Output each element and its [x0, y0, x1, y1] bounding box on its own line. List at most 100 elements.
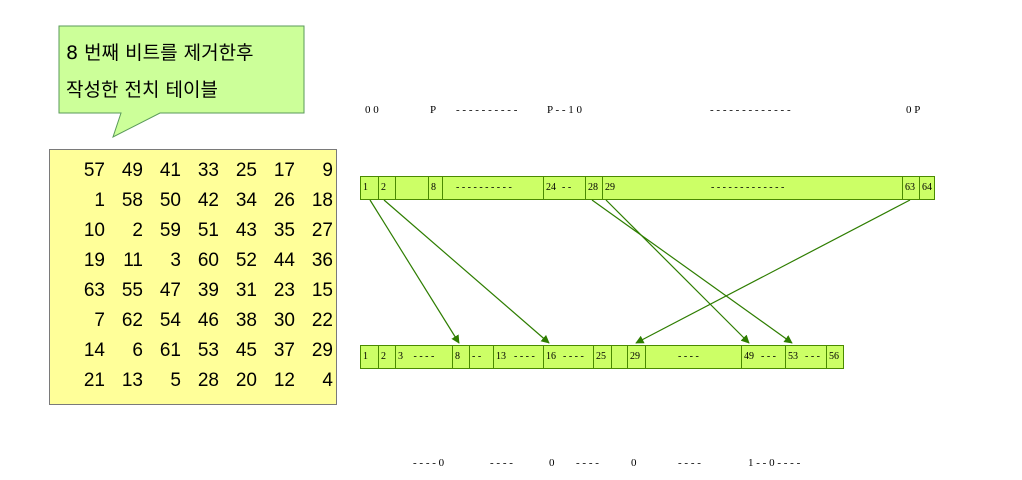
table-cell: 36	[311, 250, 333, 271]
bit-cell: 56	[826, 346, 844, 368]
arrow-1-to-8	[369, 199, 460, 344]
bit-gap-label: - - - -	[678, 351, 699, 362]
table-cell: 10	[83, 220, 105, 241]
bit-cell: 8	[428, 177, 442, 199]
table-cell: 57	[83, 160, 105, 181]
bit-cell: 25	[593, 346, 611, 368]
key-64bit-bar: 1 2 8 - - - - - - - - - - 24 - - 28 29 -…	[360, 176, 935, 200]
table-cell: 35	[273, 220, 295, 241]
table-cell: 27	[311, 220, 333, 241]
table-cell: 21	[83, 370, 105, 391]
bit-label: 29	[605, 182, 615, 193]
bit-gap: - - - -	[563, 351, 584, 362]
table-cell: 52	[235, 250, 257, 271]
table-cell: 47	[159, 280, 181, 301]
callout-text-line1: 8 번째 비트를 제거한후	[66, 42, 254, 64]
arrow-29-to-49	[605, 199, 750, 344]
bottom-label-c: 0	[549, 457, 555, 469]
bit-cell-empty	[395, 177, 428, 199]
table-cell: 60	[197, 250, 219, 271]
table-cell: 6	[132, 340, 143, 361]
bit-gap: - - - - - - - - - -	[442, 177, 543, 199]
table-cell: 14	[83, 340, 105, 361]
table-cell: 17	[273, 160, 295, 181]
key-56bit-bar: 1 2 3 - - - - 8 - - 13 - - - - 16 - - - …	[360, 345, 844, 369]
bottom-label-d: - - - -	[576, 457, 599, 469]
top-label-00: 0 0	[365, 104, 379, 116]
table-cell: 7	[94, 310, 105, 331]
table-cell: 26	[273, 190, 295, 211]
table-cell: 30	[273, 310, 295, 331]
bit-cell-empty	[611, 346, 627, 368]
table-cell: 46	[197, 310, 219, 331]
table-cell: 49	[121, 160, 143, 181]
bit-cell: 13	[493, 346, 513, 368]
table-cell: 5	[170, 370, 181, 391]
bottom-label-e: 0	[631, 457, 637, 469]
bit-gap: - - - -	[514, 351, 535, 362]
table-cell: 13	[121, 370, 143, 391]
bit-cell: 53	[785, 346, 803, 368]
table-row: 57 49 41 33 25 17 9	[50, 160, 338, 190]
table-cell: 29	[311, 340, 333, 361]
table-cell: 28	[197, 370, 219, 391]
table-cell: 9	[322, 160, 333, 181]
table-cell: 63	[83, 280, 105, 301]
table-cell: 39	[197, 280, 219, 301]
table-cell: 33	[197, 160, 219, 181]
callout-text-line2: 작성한 전치 테이블	[66, 79, 218, 101]
table-cell: 15	[311, 280, 333, 301]
top-label-0p: 0 P	[906, 104, 921, 116]
bit-cell: 49	[741, 346, 759, 368]
arrow-28-to-53	[591, 199, 793, 344]
bit-gap: - - -	[805, 351, 820, 362]
arrow-63-to-29	[635, 199, 911, 344]
table-cell: 59	[159, 220, 181, 241]
bit-gap: - - - -	[645, 346, 741, 368]
table-cell: 23	[273, 280, 295, 301]
table-cell: 43	[235, 220, 257, 241]
bit-cell: 8	[452, 346, 469, 368]
table-cell: 19	[83, 250, 105, 271]
bit-gap: - - - -	[413, 351, 435, 362]
bit-cell: 16	[543, 346, 561, 368]
bit-cell: 3 - - - -	[395, 346, 452, 368]
top-label-dots1: - - - - - - - - - -	[456, 104, 518, 116]
table-cell: 31	[235, 280, 257, 301]
arrow-2-to-16	[383, 199, 550, 344]
table-cell: 20	[235, 370, 257, 391]
table-cell: 62	[121, 310, 143, 331]
table-cell: 3	[170, 250, 181, 271]
bottom-label-a: - - - - 0	[413, 457, 445, 469]
top-label-p1: P	[430, 104, 437, 116]
table-cell: 61	[159, 340, 181, 361]
bit-label: 3	[398, 351, 403, 362]
bit-gap: - -	[562, 182, 572, 193]
table-cell: 44	[273, 250, 295, 271]
table-cell: 58	[121, 190, 143, 211]
bit-cell: 1	[363, 351, 368, 362]
table-cell: 54	[159, 310, 181, 331]
bit-cell: 29	[627, 346, 645, 368]
bit-gap: - -	[469, 346, 493, 368]
table-cell: 53	[197, 340, 219, 361]
top-label-dots2: - - - - - - - - - - - - -	[710, 104, 791, 116]
table-cell: 41	[159, 160, 181, 181]
bottom-label-b: - - - -	[490, 457, 513, 469]
bottom-label-g: 1 - - 0 - - - -	[748, 457, 801, 469]
bottom-label-f: - - - -	[678, 457, 701, 469]
bit-cell: 24	[543, 177, 560, 199]
table-cell: 34	[235, 190, 257, 211]
bit-cell: 29 - - - - - - - - - - - - -	[602, 177, 902, 199]
table-cell: 25	[235, 160, 257, 181]
top-label-p2: P - - 1 0	[547, 104, 583, 116]
table-cell: 42	[197, 190, 219, 211]
